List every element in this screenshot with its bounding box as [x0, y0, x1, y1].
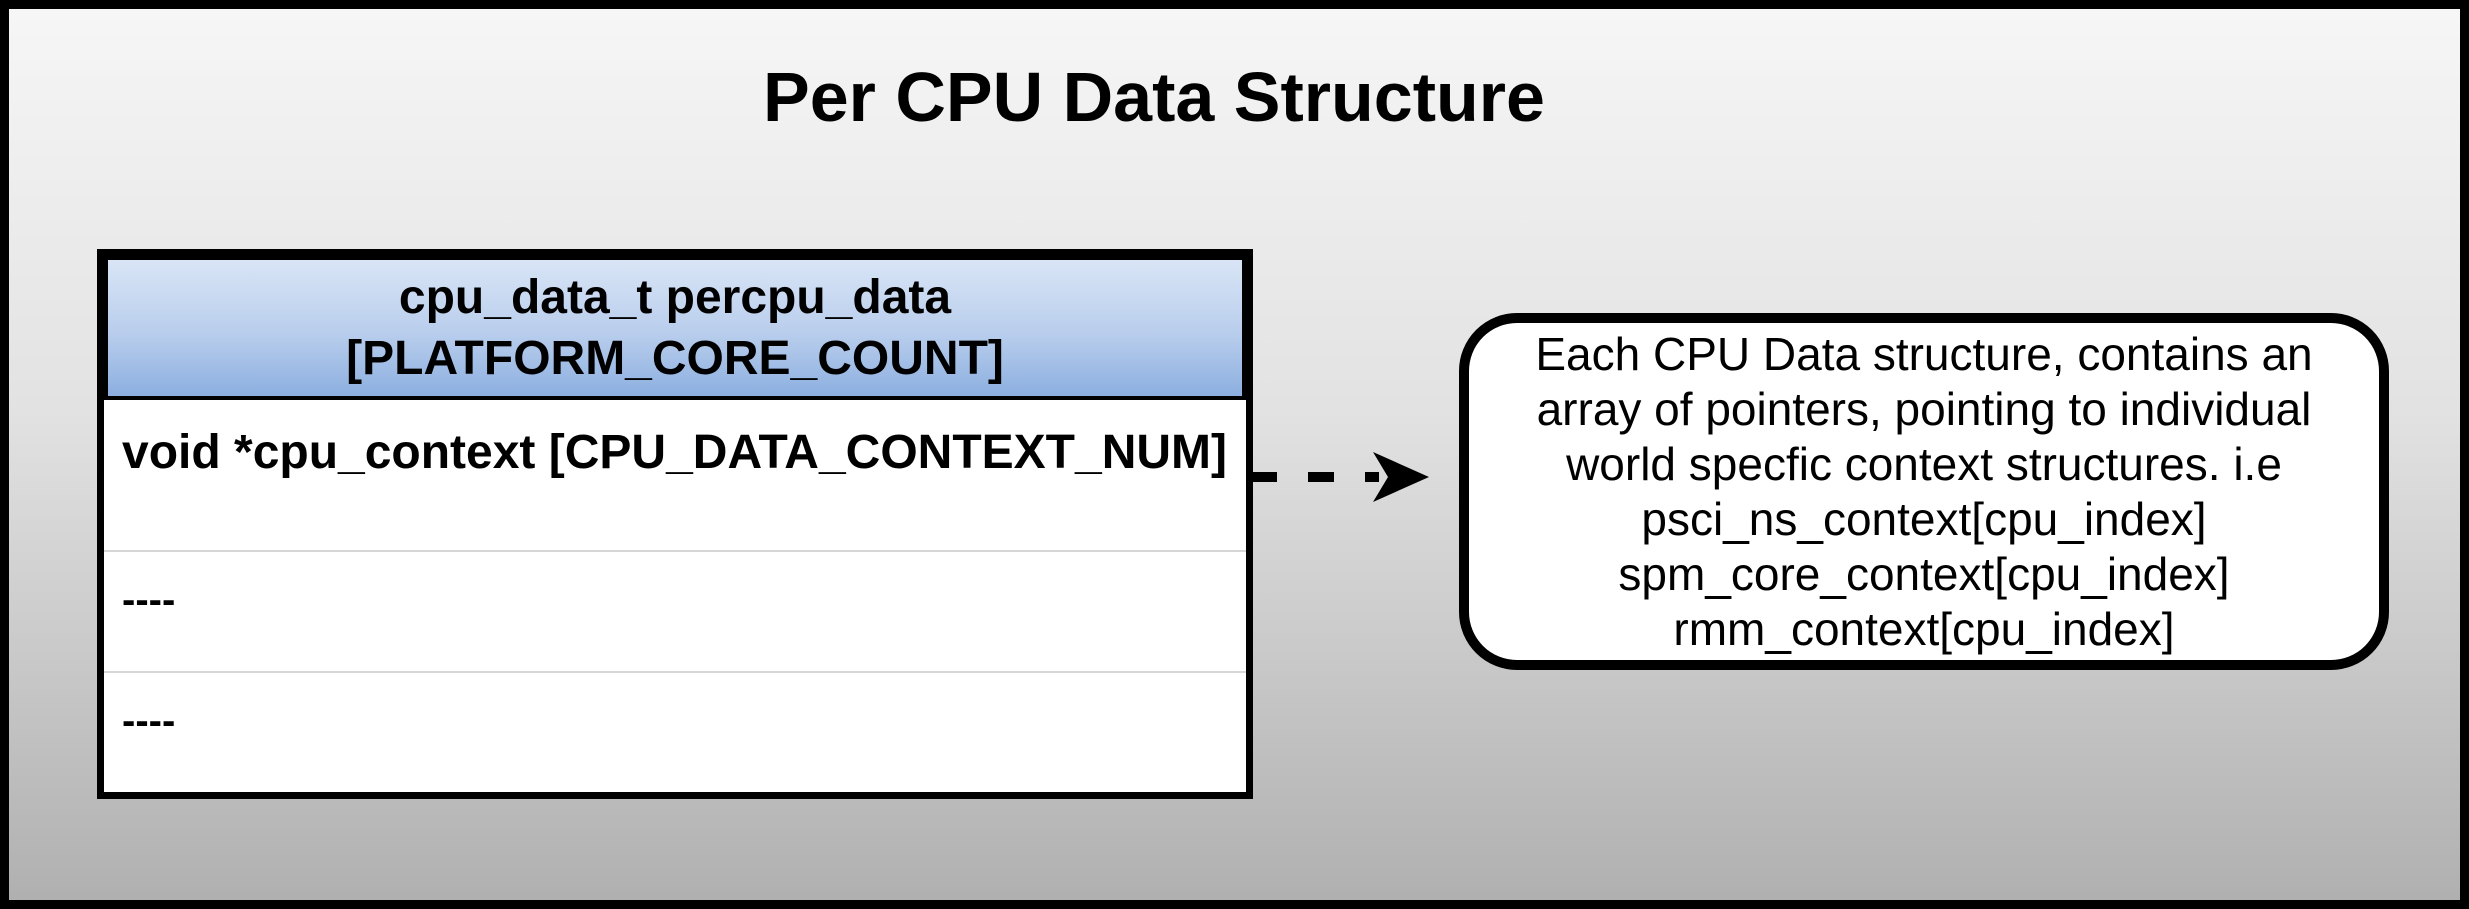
annotation-line: rmm_context[cpu_index] [1673, 602, 2175, 655]
annotation-line: world specfic context structures. i.e [1566, 437, 2282, 490]
row-label: ---- [122, 699, 176, 743]
table-header: cpu_data_t percpu_data [PLATFORM_CORE_CO… [104, 256, 1246, 400]
table-header-line2: [PLATFORM_CORE_COUNT] [346, 332, 1004, 385]
annotation-line: psci_ns_context[cpu_index] [1641, 492, 2207, 545]
annotation-line: spm_core_context[cpu_index] [1618, 547, 2230, 600]
table-row-placeholder-1: ---- [104, 550, 1246, 671]
row-label: ---- [122, 578, 176, 622]
dashed-right-arrow-icon [1251, 452, 1429, 502]
cpu-data-table: cpu_data_t percpu_data [PLATFORM_CORE_CO… [97, 249, 1253, 799]
page-title: Per CPU Data Structure [763, 58, 1545, 136]
annotation-box: Each CPU Data structure, contains an arr… [1459, 313, 2389, 670]
table-row-cpu-context: void *cpu_context [CPU_DATA_CONTEXT_NUM] [104, 400, 1246, 550]
annotation-line: array of pointers, pointing to individua… [1536, 382, 2312, 435]
table-header-line1: cpu_data_t percpu_data [398, 271, 952, 324]
annotation-line: Each CPU Data structure, contains an [1535, 327, 2313, 380]
row-label: void *cpu_context [CPU_DATA_CONTEXT_NUM] [122, 426, 1227, 479]
table-row-placeholder-2: ---- [104, 671, 1246, 792]
